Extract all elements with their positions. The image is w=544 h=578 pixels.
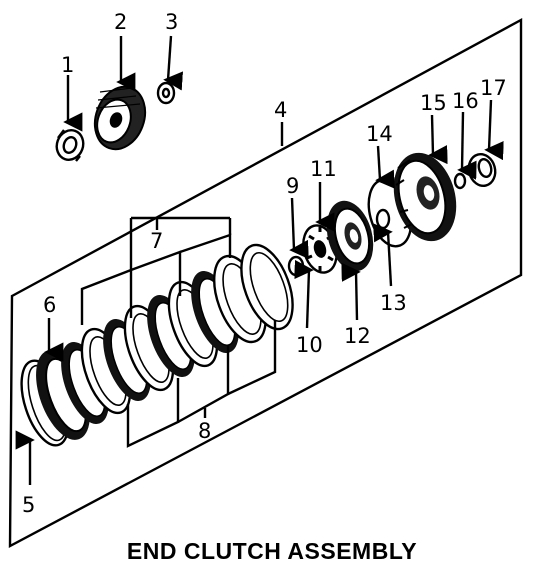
bearing-icon bbox=[55, 129, 85, 162]
clutch-pack bbox=[61, 243, 294, 424]
callout-12: 12 bbox=[344, 324, 371, 348]
callout-7: 7 bbox=[150, 229, 163, 253]
callout-16: 16 bbox=[452, 89, 479, 113]
callout-8: 8 bbox=[198, 419, 211, 443]
callout-10: 10 bbox=[296, 333, 323, 357]
callout-17: 17 bbox=[480, 76, 507, 100]
callout-4: 4 bbox=[274, 98, 287, 122]
retaining-ring-icon bbox=[287, 255, 305, 277]
callout-11: 11 bbox=[310, 157, 337, 181]
bearing-icon bbox=[467, 152, 497, 188]
callout-2: 2 bbox=[114, 10, 127, 34]
seal-icon bbox=[375, 208, 391, 230]
callout-1: 1 bbox=[61, 53, 74, 77]
callout-3: 3 bbox=[165, 10, 178, 34]
callout-14: 14 bbox=[366, 122, 393, 146]
callout-6: 6 bbox=[43, 293, 56, 317]
callout-9: 9 bbox=[286, 174, 299, 198]
assembly-outline bbox=[8, 17, 523, 549]
clutch-disc-icon bbox=[240, 243, 294, 331]
leader-lines bbox=[15, 35, 504, 485]
thrust-washer-icon bbox=[453, 172, 467, 190]
clutch-housing-icon bbox=[393, 152, 457, 242]
callout-13: 13 bbox=[380, 291, 407, 315]
callout-labels: 1 2 3 4 5 6 7 8 9 10 11 12 13 14 15 16 1… bbox=[22, 10, 507, 517]
callout-15: 15 bbox=[420, 91, 447, 115]
piston-icon bbox=[326, 200, 374, 272]
diagram-caption: END CLUTCH ASSEMBLY bbox=[126, 538, 418, 564]
washer-icon bbox=[156, 81, 176, 105]
callout-5: 5 bbox=[22, 493, 35, 517]
gear-icon bbox=[93, 85, 147, 151]
